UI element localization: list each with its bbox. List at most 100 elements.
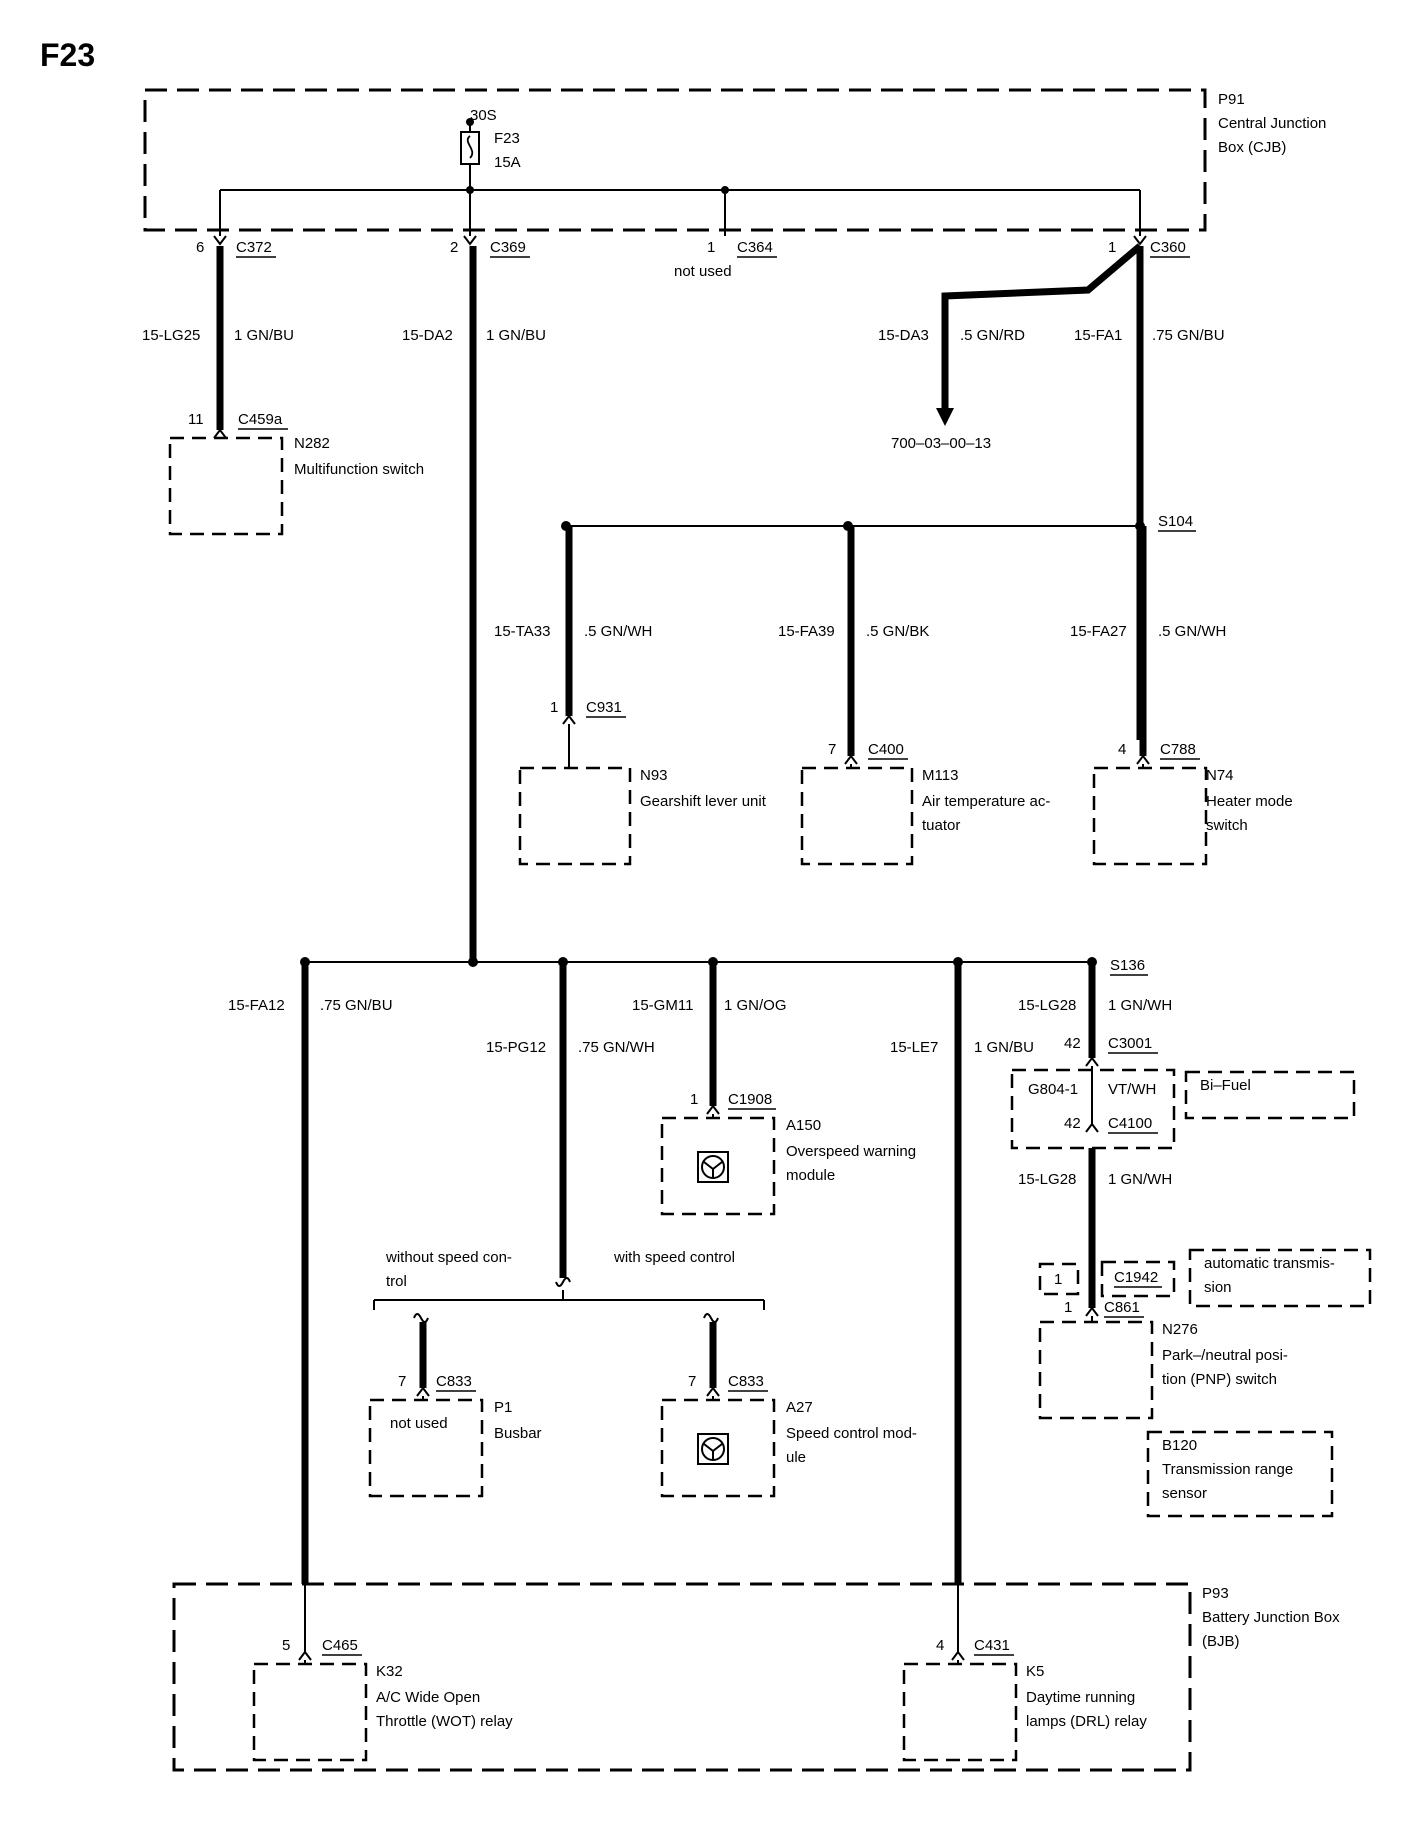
bjb-id: P93 <box>1202 1585 1229 1602</box>
c364-pin: 1 <box>707 239 715 256</box>
m113-label1: Air temperature ac- <box>922 793 1050 810</box>
c833b-name: C833 <box>728 1373 764 1390</box>
p1-inner: not used <box>390 1415 448 1432</box>
c400-pin: 7 <box>828 741 836 758</box>
a150-label2: module <box>786 1167 835 1184</box>
wire-gm11-circuit: 15-GM11 <box>632 997 693 1014</box>
p1-box <box>368 1398 484 1498</box>
wire-fa1-circuit: 15-FA1 <box>1074 327 1122 344</box>
c364-note: not used <box>674 263 732 280</box>
wire-da3-circuit: 15-DA3 <box>878 327 929 344</box>
c833b-terminal <box>706 1386 720 1397</box>
s104-label: S104 <box>1158 513 1193 530</box>
da3-arrow <box>936 408 954 426</box>
g804-id: G804-1 <box>1028 1081 1078 1098</box>
c465-name: C465 <box>322 1637 358 1654</box>
c431-pin: 4 <box>936 1637 944 1654</box>
m113-label2: tuator <box>922 817 960 834</box>
auto-trans-label2: sion <box>1204 1279 1232 1296</box>
wire-lg28b-spec: 1 GN/WH <box>1108 1171 1172 1188</box>
cjb-name-line2: Box (CJB) <box>1218 139 1286 156</box>
page-id: F23 <box>40 37 95 73</box>
n93-box <box>518 766 632 866</box>
n93-id: N93 <box>640 767 668 784</box>
n282-id: N282 <box>294 435 330 452</box>
p1-plug <box>413 1313 429 1323</box>
c833a-name: C833 <box>436 1373 472 1390</box>
wire-ta33-circuit: 15-TA33 <box>494 623 550 640</box>
k5-label2: lamps (DRL) relay <box>1026 1713 1147 1730</box>
c833a-terminal <box>416 1386 430 1397</box>
c369-pin: 2 <box>450 239 458 256</box>
c360-name: C360 <box>1150 239 1186 256</box>
m113-box <box>800 766 914 866</box>
c788-terminal <box>1136 754 1150 765</box>
wire-fa27-spec: .5 GN/WH <box>1158 623 1226 640</box>
k5-box <box>902 1662 1018 1762</box>
k32-id: K32 <box>376 1663 403 1680</box>
wire-fa39-spec: .5 GN/BK <box>866 623 929 640</box>
c1942-name: C1942 <box>1114 1269 1158 1286</box>
bjb-boundary <box>172 1582 1192 1772</box>
b120-label1: Transmission range <box>1162 1461 1293 1478</box>
c3001-pin: 42 <box>1064 1035 1081 1052</box>
n276-label1: Park–/neutral posi- <box>1162 1347 1288 1364</box>
c459a-terminal <box>213 428 227 439</box>
c861-pin: 1 <box>1064 1299 1072 1316</box>
c465-terminal <box>298 1650 312 1661</box>
auto-trans-box <box>1188 1248 1372 1308</box>
wire-fa39-circuit: 15-FA39 <box>778 623 835 640</box>
c372-terminal <box>213 235 227 246</box>
c931-pin: 1 <box>550 699 558 716</box>
bjb-name-line1: Battery Junction Box <box>1202 1609 1340 1626</box>
bifuel-label: Bi–Fuel <box>1200 1077 1251 1094</box>
n276-id: N276 <box>1162 1321 1198 1338</box>
wire-fa1-spec: .75 GN/BU <box>1152 327 1225 344</box>
wire-lg28b-circuit: 15-LG28 <box>1018 1171 1076 1188</box>
k32-box <box>252 1662 368 1762</box>
n282-box <box>168 436 284 536</box>
wire-lg25-circuit: 15-LG25 <box>142 327 200 344</box>
cjb-boundary <box>143 88 1207 232</box>
a27-plug <box>703 1313 719 1323</box>
c833a-pin: 7 <box>398 1373 406 1390</box>
n282-label: Multifunction switch <box>294 461 424 478</box>
wire-fa27-circuit: 15-FA27 <box>1070 623 1127 640</box>
option-without-line2: trol <box>386 1273 407 1290</box>
b120-box <box>1146 1430 1334 1518</box>
wire-ta33-spec: .5 GN/WH <box>584 623 652 640</box>
c788-name: C788 <box>1160 741 1196 758</box>
a150-id: A150 <box>786 1117 821 1134</box>
c1942-box <box>1100 1260 1176 1298</box>
fuse-supply: 30S <box>470 107 497 124</box>
c459a-pin: 11 <box>188 411 204 428</box>
n93-label: Gearshift lever unit <box>640 793 767 810</box>
c1942-alt-box <box>1038 1262 1080 1296</box>
c372-name: C372 <box>236 239 272 256</box>
pg12-plug <box>555 1277 571 1287</box>
c3001-name: C3001 <box>1108 1035 1152 1052</box>
n74-label1: Heater mode <box>1206 793 1293 810</box>
k32-label1: A/C Wide Open <box>376 1689 480 1706</box>
c369-name: C369 <box>490 239 526 256</box>
c931-name: C931 <box>586 699 622 716</box>
option-with: with speed control <box>613 1249 735 1266</box>
fuse-id: F23 <box>494 130 520 147</box>
a27-module-icon <box>697 1433 729 1465</box>
wire-da3-spec: .5 GN/RD <box>960 327 1025 344</box>
k32-label2: Throttle (WOT) relay <box>376 1713 513 1730</box>
auto-trans-label1: automatic transmis- <box>1204 1255 1335 1272</box>
fuse-rating: 15A <box>494 154 521 171</box>
c1908-pin: 1 <box>690 1091 698 1108</box>
c400-name: C400 <box>868 741 904 758</box>
wire-pg12-spec: .75 GN/WH <box>578 1039 655 1056</box>
cjb-id: P91 <box>1218 91 1245 108</box>
wire-lg28a-circuit: 15-LG28 <box>1018 997 1076 1014</box>
c431-terminal <box>951 1650 965 1661</box>
a27-id: A27 <box>786 1399 813 1416</box>
c4100-name: C4100 <box>1108 1115 1152 1132</box>
c1908-terminal <box>706 1104 720 1115</box>
c4100-terminal <box>1085 1122 1099 1133</box>
wire-da2-circuit: 15-DA2 <box>402 327 453 344</box>
